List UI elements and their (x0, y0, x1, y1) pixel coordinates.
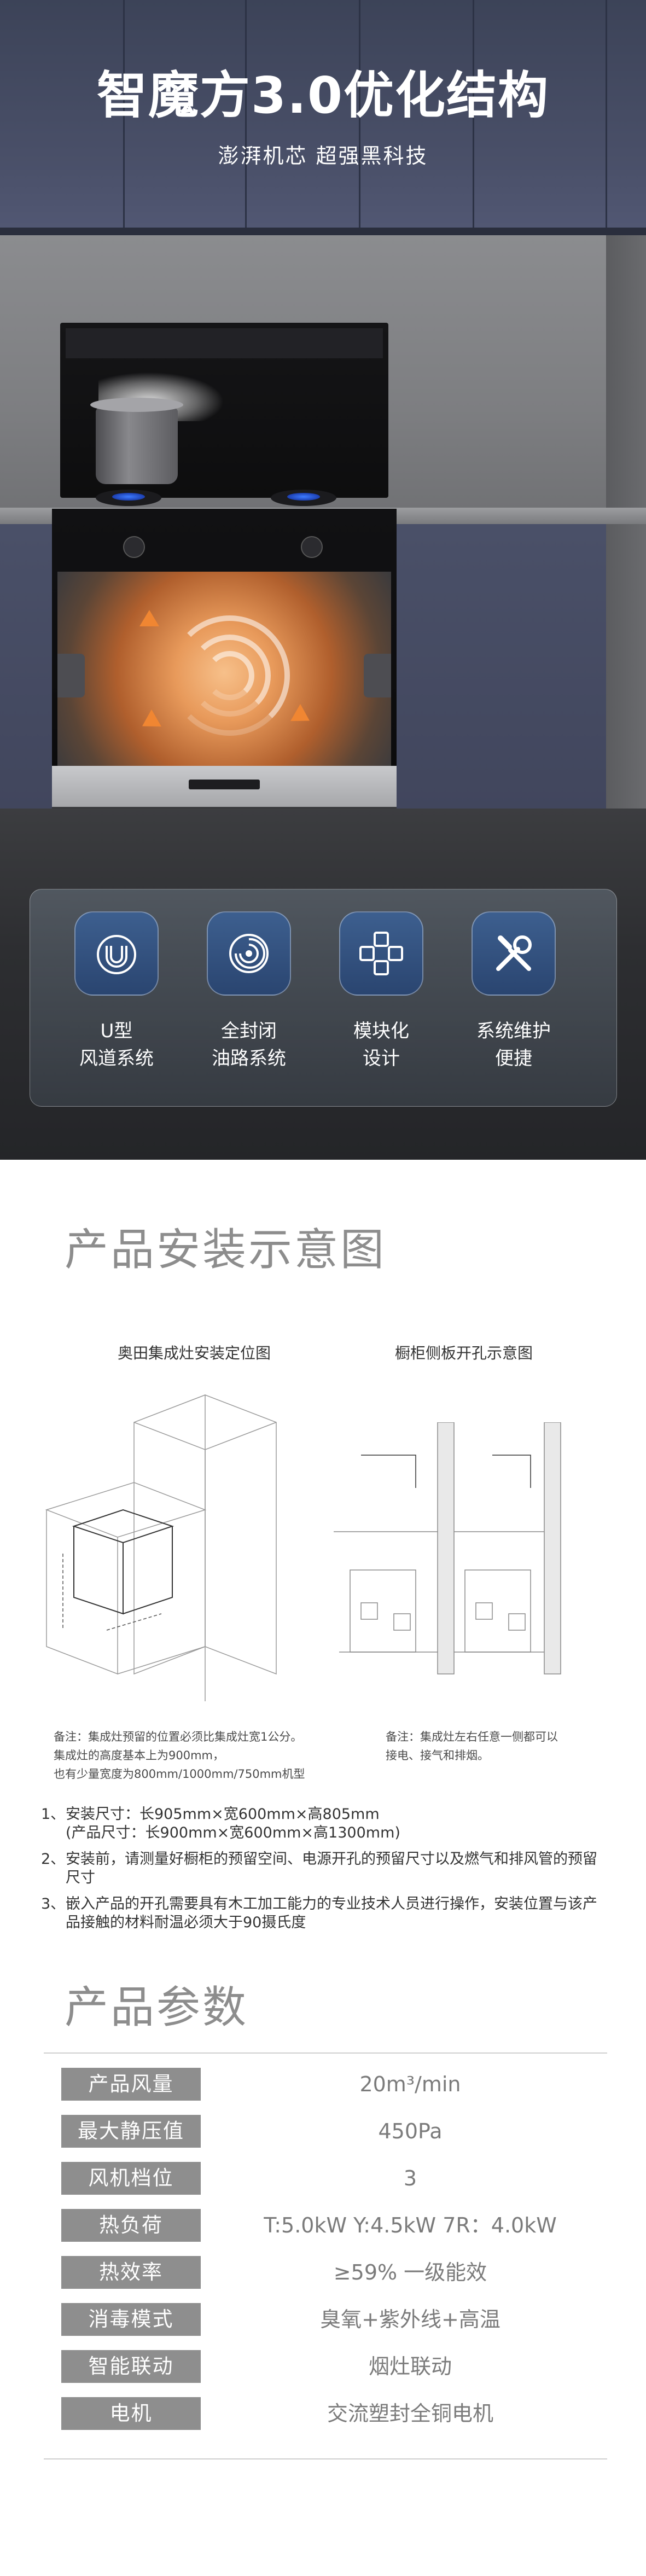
note-right-line: 接电、接气和排烟。 (386, 1749, 489, 1762)
params-table: 产品风量 20m³/min 最大静压值 450Pa 风机档位 3 热负荷 T:5… (44, 2052, 607, 2459)
note-left-line: 备注：集成灶预留的位置必须比集成灶宽1公分。 (54, 1730, 302, 1743)
install-section-title: 产品安装示意图 (65, 1224, 386, 1275)
param-value: 交流塑封全铜电机 (327, 2401, 493, 2426)
knob-icon (301, 536, 323, 558)
table-row: 产品风量 20m³/min (44, 2068, 607, 2103)
note-right-line: 备注：集成灶左右任意一侧都可以 (386, 1730, 558, 1743)
arrow-icon (290, 703, 315, 730)
installation-position-diagram (45, 1394, 277, 1701)
feature-label-line2: 风道系统 (79, 1048, 154, 1069)
param-key: 消毒模式 (61, 2303, 201, 2336)
stove-base (52, 766, 397, 807)
upper-cabinets (0, 0, 646, 235)
param-value: 烟灶联动 (368, 2354, 452, 2379)
feature-modular: 模块化 设计 (327, 911, 436, 1072)
instruction-text: 安装尺寸：长905mm×宽600mm×高805mm (66, 1806, 380, 1823)
table-row: 热效率 ≥59% 一级能效 (44, 2256, 607, 2291)
feature-label-line2: 油路系统 (212, 1048, 286, 1069)
arrow-icon (137, 709, 161, 735)
param-key: 热负荷 (61, 2209, 201, 2242)
instruction-item: 1、 安装尺寸：长905mm×宽600mm×高805mm (产品尺寸：长900m… (41, 1805, 599, 1842)
hero-banner: 智魔方3.0优化结构 澎湃机芯 超强黑科技 (0, 0, 646, 1160)
instruction-text: 嵌入产品的开孔需要具有木工加工能力的专业技术人员进行操作，安装位置与该产品接触的… (66, 1895, 597, 1931)
feature-label-line1: 模块化 (353, 1020, 409, 1042)
param-key: 电机 (61, 2397, 201, 2430)
param-key: 产品风量 (61, 2068, 201, 2101)
param-value: ≥59% 一级能效 (333, 2260, 487, 2284)
param-key: 热效率 (61, 2256, 201, 2289)
feature-label-line2: 便捷 (495, 1048, 532, 1069)
table-row: 智能联动 烟灶联动 (44, 2350, 607, 2385)
params-section-title: 产品参数 (65, 1982, 248, 2033)
hero-title: 智魔方3.0优化结构 (97, 66, 549, 125)
diagram-right-title: 橱柜侧板开孔示意图 (395, 1344, 533, 1362)
note-left-line: 集成灶的高度基本上为900mm， (54, 1749, 224, 1762)
oil-circuit-icon (207, 911, 291, 996)
feature-panel: U型 风道系统 全封闭 油路系统 模块化 设计 (30, 889, 617, 1107)
instruction-text: 安装前，请测量好橱柜的预留空间、电源开孔的预留尺寸以及燃气和排风管的预留尺寸 (66, 1851, 597, 1886)
feature-label-line1: 全封闭 (221, 1020, 277, 1042)
param-key: 风机档位 (61, 2162, 201, 2195)
param-key: 智能联动 (61, 2350, 201, 2383)
side-panel-hole-diagram (334, 1422, 561, 1674)
note-left: 备注：集成灶预留的位置必须比集成灶宽1公分。 集成灶的高度基本上为900mm， … (54, 1728, 305, 1783)
knob-icon (123, 536, 145, 558)
table-row: 电机 交流塑封全铜电机 (44, 2397, 607, 2432)
note-right: 备注：集成灶左右任意一侧都可以 接电、接气和排烟。 (386, 1728, 558, 1765)
feature-u-duct: U型 风道系统 (62, 911, 171, 1072)
cooking-pot (90, 398, 183, 484)
arrow-icon (139, 610, 159, 626)
wall-pillar (606, 235, 646, 837)
maintenance-tools-icon (472, 911, 556, 996)
table-row: 风机档位 3 (44, 2162, 607, 2197)
param-value: 臭氧+紫外线+高温 (320, 2307, 500, 2331)
param-key: 最大静压值 (61, 2115, 201, 2148)
instruction-text: (产品尺寸：长900mm×宽600mm×高1300mm) (66, 1824, 400, 1841)
feature-label-line1: U型 (100, 1020, 133, 1042)
lower-cabinet-left (0, 524, 52, 809)
table-row: 最大静压值 450Pa (44, 2115, 607, 2150)
feature-maintenance: 系统维护 便捷 (459, 911, 568, 1072)
instruction-item: 2、 安装前，请测量好橱柜的预留空间、电源开孔的预留尺寸以及燃气和排风管的预留尺… (41, 1850, 599, 1887)
diagram-left-title: 奥田集成灶安装定位图 (118, 1344, 271, 1362)
param-value: 450Pa (378, 2119, 443, 2143)
feature-label-line1: 系统维护 (476, 1020, 551, 1042)
instruction-item: 3、 嵌入产品的开孔需要具有木工加工能力的专业技术人员进行操作，安装位置与该产品… (41, 1895, 599, 1932)
param-value: T:5.0kW Y:4.5kW 7R：4.0kW (264, 2213, 557, 2237)
note-left-line: 也有少量宽度为800mm/1000mm/750mm机型 (54, 1767, 305, 1781)
feature-label-line2: 设计 (363, 1048, 400, 1069)
u-duct-icon (74, 911, 159, 996)
param-value: 20m³/min (359, 2072, 461, 2096)
instruction-number: 1、 (41, 1806, 66, 1823)
table-row: 消毒模式 臭氧+紫外线+高温 (44, 2303, 607, 2338)
airflow-swirl-window (57, 572, 391, 766)
modular-design-icon (339, 911, 423, 996)
param-value: 3 (403, 2166, 417, 2190)
install-instructions: 1、 安装尺寸：长905mm×宽600mm×高805mm (产品尺寸：长900m… (41, 1805, 599, 1940)
hero-subtitle: 澎湃机芯 超强黑科技 (218, 144, 428, 168)
instruction-number: 3、 (41, 1895, 66, 1912)
table-row: 热负荷 T:5.0kW Y:4.5kW 7R：4.0kW (44, 2209, 607, 2244)
instruction-number: 2、 (41, 1851, 66, 1868)
feature-oil-circuit: 全封闭 油路系统 (194, 911, 304, 1072)
lower-cabinet-right (397, 524, 606, 809)
burners (52, 490, 397, 511)
